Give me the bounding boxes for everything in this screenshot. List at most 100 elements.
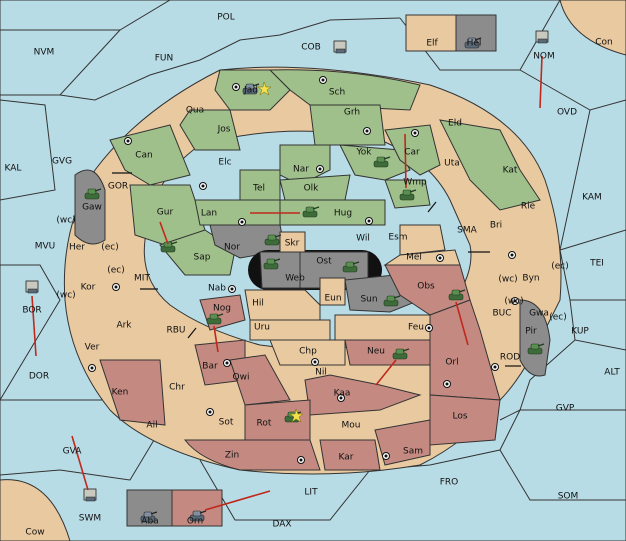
label-ail: Ail — [146, 421, 157, 431]
label-gvg: GVG — [52, 157, 72, 167]
label-fro: FRO — [440, 478, 459, 488]
label-eld: Eld — [448, 119, 462, 129]
region-chp[interactable] — [269, 339, 346, 366]
label-buc: BUC — [492, 309, 511, 319]
label-kat: Kat — [503, 166, 518, 176]
label-wmp: Wmp — [403, 178, 427, 188]
region-orl[interactable] — [429, 299, 501, 401]
border-kal — [0, 99, 56, 201]
label-uta: Uta — [444, 159, 460, 169]
label-rot: Rot — [257, 419, 272, 429]
label-kar: Kar — [339, 453, 354, 463]
label-coast-ec: (ec) — [551, 262, 569, 272]
region-kat[interactable] — [439, 119, 541, 211]
label-cow: Cow — [25, 528, 44, 538]
label-nom: NOM — [533, 52, 555, 62]
label-sch: Sch — [329, 88, 345, 98]
region-eun[interactable] — [319, 277, 346, 306]
label-aba: Aba — [141, 517, 158, 527]
label-obs: Obs — [417, 282, 435, 292]
label-hug: Hug — [334, 209, 352, 219]
label-hel: Hel — [467, 39, 482, 49]
label-nvm: NVM — [34, 48, 55, 58]
unit-flag-nom[interactable] — [535, 30, 549, 44]
region-kar[interactable] — [319, 439, 381, 471]
label-coast-wc: (wc) — [498, 275, 517, 285]
label-mvu: MVU — [35, 242, 56, 252]
border-fun — [59, 17, 401, 101]
label-ark: Ark — [116, 321, 132, 331]
label-coast-ec: (ec) — [101, 243, 119, 253]
label-feu: Feu — [408, 323, 424, 333]
label-qwi: Qwi — [233, 373, 250, 383]
region-qwi[interactable] — [229, 354, 291, 406]
label-wil: Wil — [356, 234, 370, 244]
label-gvp: GVP — [556, 404, 575, 414]
label-skr: Skr — [285, 239, 300, 249]
map-labels: POL NVM FUN COB Elf Hel NOM Con KAL GVG … — [5, 13, 621, 538]
label-con: Con — [595, 38, 613, 48]
region-jos[interactable] — [179, 109, 241, 151]
label-cob: COB — [301, 43, 321, 53]
label-alt: ALT — [604, 368, 620, 378]
region-grh[interactable] — [309, 104, 386, 146]
region-zin[interactable] — [183, 439, 321, 471]
region-car[interactable] — [384, 124, 441, 176]
region-ken[interactable] — [99, 359, 166, 426]
label-car: Car — [404, 148, 420, 158]
label-eun: Eun — [324, 294, 341, 304]
label-nar: Nar — [293, 165, 309, 175]
label-esm: Esm — [388, 233, 407, 243]
label-sot: Sot — [219, 418, 234, 428]
label-qua: Qua — [186, 106, 204, 116]
label-coast-wc: (wc) — [56, 291, 75, 301]
label-tel: Tel — [252, 184, 265, 194]
label-mel: Mel — [406, 253, 422, 263]
label-sam: Sam — [403, 447, 423, 457]
label-gva: GVA — [63, 447, 83, 457]
label-orl: Orl — [445, 358, 458, 368]
label-ost: Ost — [316, 257, 332, 267]
supply-centers — [88, 76, 519, 464]
label-lan: Lan — [201, 209, 217, 219]
region-neu[interactable] — [344, 339, 431, 366]
label-dax: DAX — [272, 520, 291, 530]
label-orn: Orn — [187, 517, 203, 527]
region-gaw[interactable] — [74, 169, 106, 245]
label-kam: KAM — [582, 193, 602, 203]
label-coast-wc: (wc) — [56, 216, 75, 226]
unit-flag-swm[interactable] — [83, 488, 97, 502]
label-coast-ec: (ec) — [549, 313, 567, 323]
region-hug[interactable] — [279, 199, 386, 226]
label-rie: Rie — [521, 202, 536, 212]
label-gor: GOR — [108, 182, 128, 192]
label-rod: ROD — [500, 353, 520, 363]
label-chp: Chp — [299, 347, 317, 357]
label-ovd: OVD — [557, 108, 577, 118]
border-dor — [0, 264, 120, 401]
region-hil[interactable] — [244, 289, 321, 321]
region-sch[interactable] — [268, 69, 421, 111]
region-esm[interactable] — [399, 224, 446, 256]
label-tei: TEI — [589, 259, 604, 269]
star-icon — [289, 408, 304, 423]
label-bri: Bri — [490, 221, 502, 231]
label-swm: SWM — [79, 514, 101, 524]
region-feu[interactable] — [334, 314, 431, 341]
region-pir[interactable] — [519, 299, 551, 377]
label-her: Her — [69, 243, 85, 253]
label-coast-ec: (ec) — [107, 266, 125, 276]
border-gvp — [499, 408, 522, 451]
unit-flag-bor[interactable] — [25, 280, 39, 294]
unit-flag-cob[interactable] — [333, 40, 347, 54]
label-dor: DOR — [29, 372, 49, 382]
label-sun: Sun — [360, 295, 377, 305]
label-gwa: Gwa — [529, 309, 549, 319]
label-grh: Grh — [344, 108, 360, 118]
label-kup: KUP — [571, 327, 589, 337]
label-sma: SMA — [457, 226, 477, 236]
label-coast-wc: (wc) — [504, 297, 523, 307]
region-skr[interactable] — [279, 231, 306, 253]
border-alt — [519, 339, 626, 411]
